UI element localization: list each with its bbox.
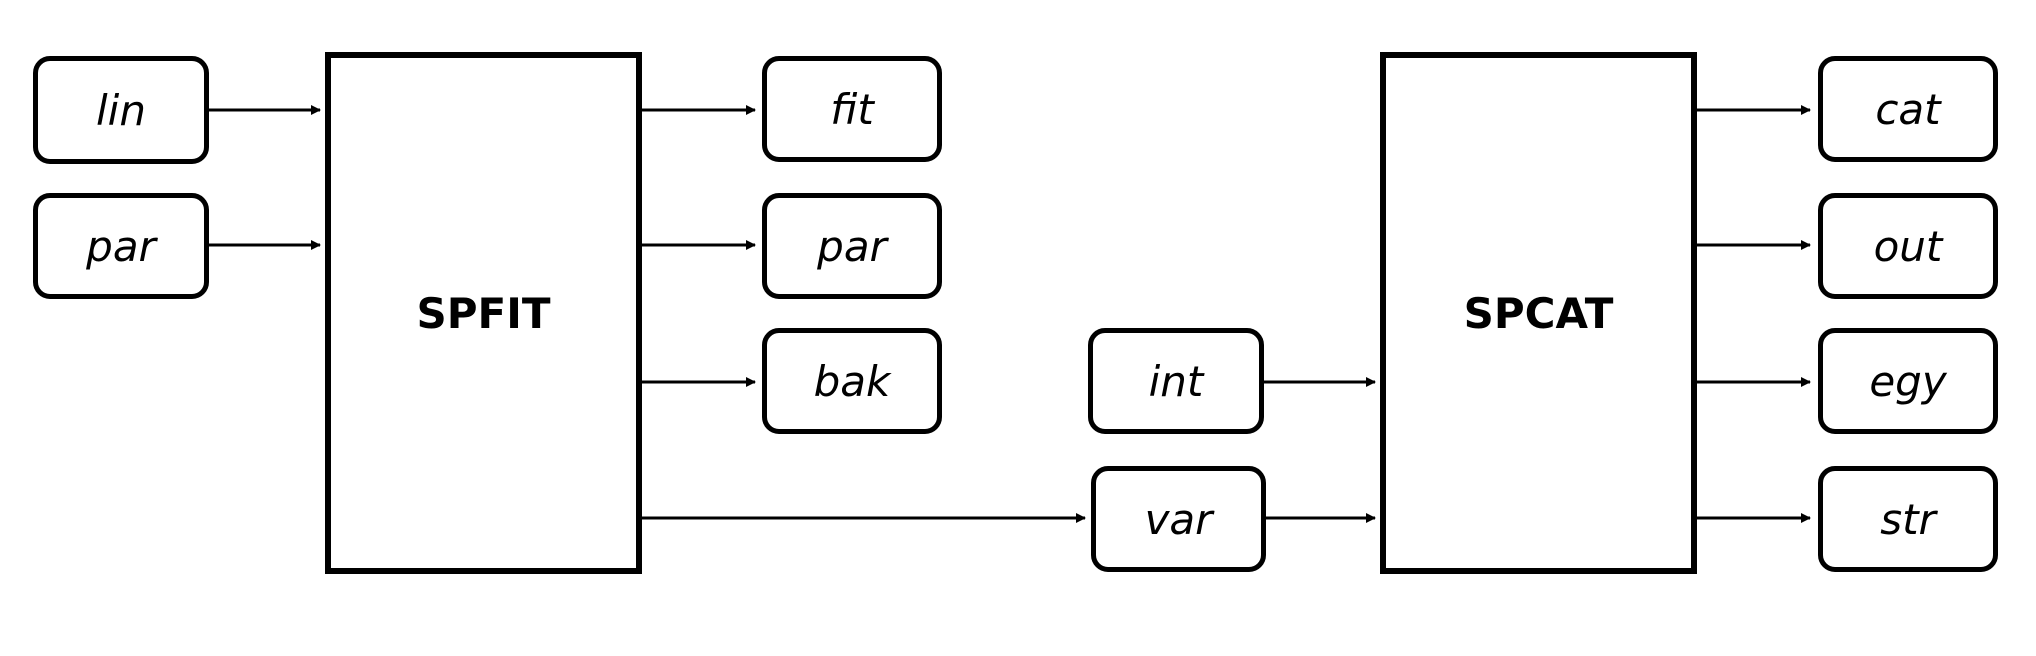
file-box-lin: lin [33,56,209,164]
file-box-bak: bak [762,328,942,434]
program-box-spcat: SPCAT [1380,52,1697,574]
file-box-int: int [1088,328,1264,434]
file-box-out: out [1818,193,1998,299]
file-box-egy: egy [1818,328,1998,434]
file-box-par-output: par [762,193,942,299]
program-box-spfit: SPFIT [325,52,642,574]
file-box-str: str [1818,466,1998,572]
file-box-cat: cat [1818,56,1998,162]
file-box-fit: fit [762,56,942,162]
file-box-var: var [1091,466,1266,572]
file-box-par-input: par [33,193,209,299]
